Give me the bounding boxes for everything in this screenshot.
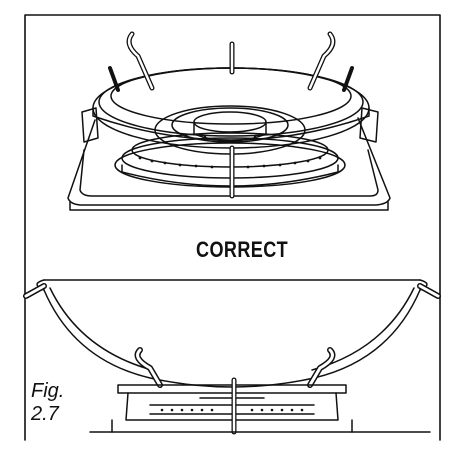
figure-prefix: Fig. [31,380,65,402]
wok-handles [23,283,441,299]
burner-top-view [67,31,391,211]
wok-bowl [36,279,428,388]
hob-surface [89,419,431,433]
figure-number: 2.7 [31,403,59,425]
correct-caption: CORRECT [196,237,289,262]
wok-side-view [23,279,441,435]
figure-border [24,14,441,441]
figure-label: Fig. 2.7 [31,380,91,426]
grid-arms [108,31,354,199]
burner-side-ports [160,408,304,412]
wok-support-arms [134,347,336,388]
ring-clamps [81,107,379,143]
